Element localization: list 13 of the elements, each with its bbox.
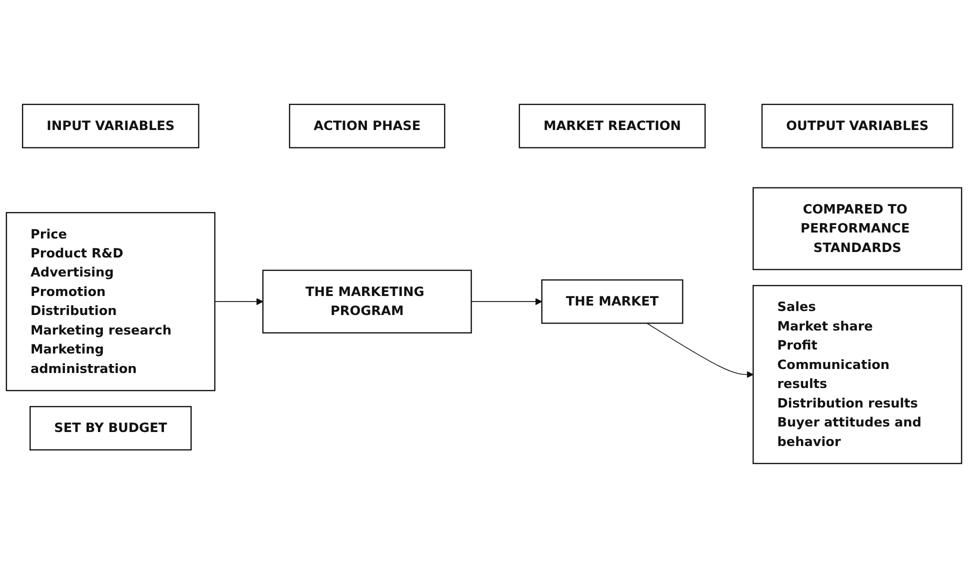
node-box: OUTPUT VARIABLES [761,104,954,148]
node-box: MARKET REACTION [518,104,706,148]
node-box: Sales Market share Profit Communication results Distribution results Buyer attitudes and behavior [752,285,962,464]
arrow [214,298,264,306]
node-box: THE MARKET [541,279,684,324]
node-box: COMPARED TO PERFORMANCE STANDARDS [752,187,962,270]
node-box: Price Product R&D Advertising Promotion Distribution Marketing research Marketing administration [6,212,216,392]
arrow [646,322,754,378]
node-box: ACTION PHASE [288,104,446,148]
arrow [470,298,542,306]
node-box: INPUT VARIABLES [22,104,200,148]
node-box: SET BY BUDGET [30,406,192,451]
node-box: THE MARKETING PROGRAM [262,270,472,334]
